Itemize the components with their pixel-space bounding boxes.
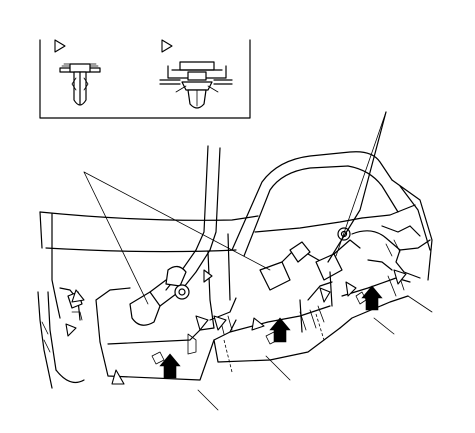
solid-arrow-icon — [269, 317, 291, 343]
inset-border — [39, 39, 251, 119]
clip-detail-inset — [39, 39, 251, 119]
solid-arrow-icon — [361, 285, 383, 311]
hollow-triangle-pointer-icon — [111, 369, 125, 385]
hollow-triangle-pointer-icon — [65, 323, 77, 337]
rear-side-trim — [351, 225, 431, 279]
hollow-triangle-pointer-icon — [345, 281, 357, 297]
vehicle-interior-scene — [37, 111, 433, 411]
hollow-triangle-pointer-icon — [319, 287, 331, 303]
hollow-triangle-pointer-icon — [161, 39, 173, 53]
left-side-trim — [37, 287, 85, 389]
seat-frame — [39, 151, 433, 319]
hollow-triangle-pointer-icon — [195, 315, 209, 331]
push-type-clip — [59, 63, 101, 106]
removal-direction-arrows — [159, 285, 383, 379]
solid-arrow-icon — [159, 353, 181, 379]
hollow-triangle-pointer-icon — [393, 269, 407, 285]
clip-location-markers — [65, 269, 407, 385]
callout-leader-lines — [83, 111, 433, 411]
hollow-triangle-pointer-icon — [71, 289, 85, 303]
trim-clip — [159, 61, 233, 109]
hollow-triangle-pointer-icon — [251, 317, 265, 331]
hollow-triangle-pointer-icon — [203, 269, 213, 283]
hollow-triangle-pointer-icon — [54, 39, 66, 53]
hollow-triangle-pointer-icon — [213, 315, 227, 331]
seat-belt-buckles — [129, 111, 387, 326]
